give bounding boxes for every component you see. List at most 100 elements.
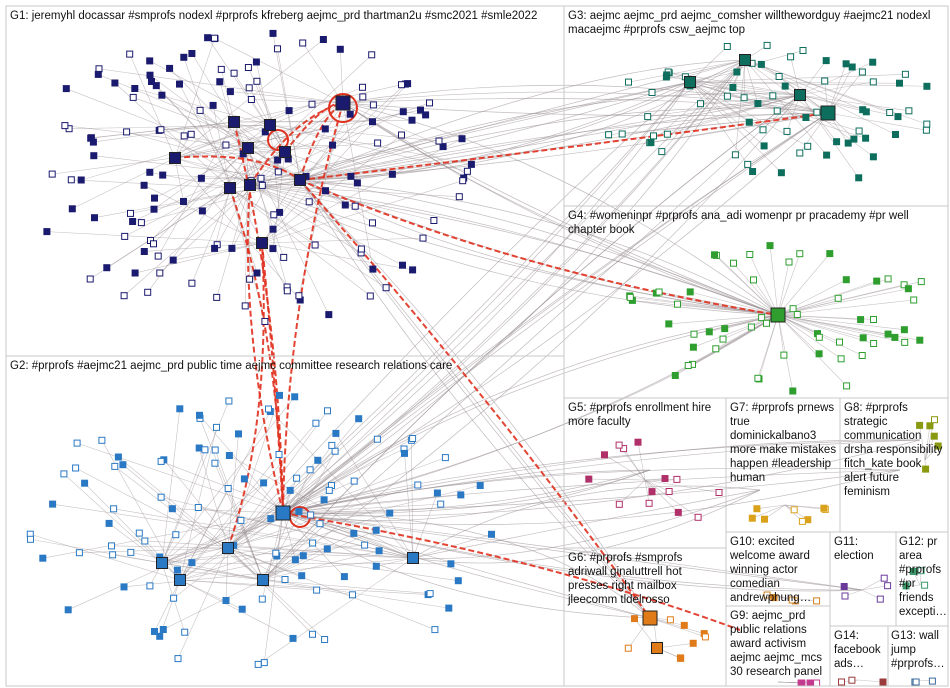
edge — [649, 617, 705, 634]
edge — [644, 479, 677, 481]
graph-node — [151, 628, 158, 635]
hub-node — [174, 574, 186, 586]
graph-node — [274, 168, 282, 176]
graph-node — [884, 275, 892, 283]
graph-node — [328, 441, 336, 449]
graph-node — [758, 314, 766, 322]
edge — [689, 81, 782, 173]
edge — [714, 254, 779, 316]
graph-node — [295, 292, 303, 300]
graph-node — [159, 171, 167, 179]
graph-node — [110, 505, 118, 513]
graph-node — [253, 77, 261, 85]
edge — [233, 121, 279, 173]
graph-node — [244, 64, 252, 71]
graph-node — [213, 423, 220, 431]
edge — [261, 83, 408, 244]
graph-node — [916, 336, 924, 344]
graph-node — [373, 435, 381, 443]
group-label-g3: G3: aejmc aejmc_prd aejmc_comsher willth… — [568, 10, 931, 36]
graph-node — [880, 574, 888, 582]
graph-node — [150, 205, 158, 213]
edge — [262, 579, 431, 594]
graph-node — [836, 338, 843, 346]
highlight-edge — [299, 179, 651, 619]
graph-node — [748, 514, 756, 522]
graph-node — [793, 311, 801, 318]
graph-node — [272, 549, 280, 557]
graph-node — [900, 281, 908, 289]
graph-node — [780, 351, 788, 359]
graph-node — [140, 181, 148, 189]
graph-node — [731, 151, 739, 159]
graph-node — [276, 391, 283, 399]
graph-node — [401, 449, 408, 457]
edge — [261, 242, 413, 271]
graph-node — [663, 130, 671, 138]
graph-node — [665, 488, 673, 495]
graph-node — [322, 187, 329, 195]
edge — [132, 151, 286, 222]
edge — [248, 87, 271, 126]
graph-node — [321, 125, 329, 133]
graph-node — [114, 453, 122, 461]
hub-node — [244, 179, 256, 191]
edge — [161, 544, 365, 564]
graph-node — [934, 442, 942, 450]
cross-group-edge — [282, 512, 651, 619]
hub-node — [224, 182, 236, 194]
cross-group-edge — [282, 439, 921, 514]
graph-node — [261, 318, 269, 325]
graph-node — [463, 167, 471, 175]
graph-node — [886, 109, 894, 116]
edge — [179, 579, 243, 610]
edge — [644, 479, 650, 504]
graph-node — [404, 80, 412, 88]
graph-node — [254, 660, 262, 668]
edge — [161, 562, 449, 609]
graph-node — [111, 79, 119, 87]
graph-node — [705, 328, 713, 336]
graph-node — [306, 466, 314, 474]
graph-node — [197, 174, 205, 182]
edge — [108, 523, 163, 564]
graph-node — [869, 78, 877, 86]
graph-node — [823, 151, 831, 159]
graph-node — [209, 101, 217, 109]
graph-node — [299, 39, 307, 47]
edge — [173, 512, 284, 599]
edge — [777, 314, 842, 360]
graph-node — [108, 542, 115, 550]
graph-node — [790, 506, 798, 514]
hub-node — [820, 105, 836, 121]
cross-group-edge — [299, 94, 801, 181]
graph-node — [909, 568, 917, 575]
graph-node — [842, 276, 850, 284]
graph-node — [625, 78, 632, 86]
graph-node — [314, 456, 322, 464]
hub-node — [279, 146, 291, 158]
graph-node — [350, 529, 358, 537]
graph-node — [62, 85, 70, 93]
edge — [227, 484, 418, 549]
graph-node — [419, 234, 427, 242]
graph-node — [775, 73, 783, 80]
edge — [227, 395, 280, 549]
edge — [262, 550, 380, 581]
edge — [861, 577, 885, 591]
edge — [257, 557, 414, 665]
graph-node — [624, 644, 632, 652]
edge — [63, 473, 163, 564]
edge — [113, 508, 414, 559]
graph-node — [43, 228, 51, 236]
edge — [644, 479, 699, 518]
edge — [777, 314, 889, 335]
graph-node — [67, 176, 75, 184]
edge — [273, 102, 344, 215]
graph-node — [258, 181, 266, 189]
graph-node — [761, 515, 768, 523]
graph-node — [216, 78, 224, 86]
graph-node — [820, 504, 828, 512]
edge — [777, 314, 905, 343]
graph-node — [270, 211, 278, 219]
